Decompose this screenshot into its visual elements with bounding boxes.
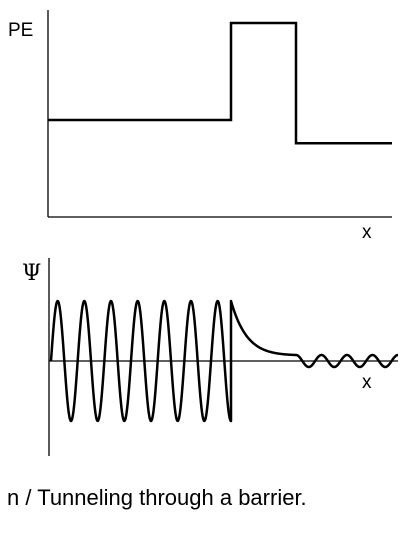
- caption-separator: /: [19, 485, 38, 510]
- potential-barrier-curve: [48, 21, 392, 145]
- pe-y-label: PE: [8, 20, 33, 41]
- caption-text: Tunneling through a barrier.: [37, 485, 307, 510]
- psi-y-label: Ψ: [22, 261, 41, 286]
- tunneling-figure: PE x Ψ x: [8, 10, 399, 456]
- pe-x-label: x: [362, 222, 372, 243]
- caption-tag: n: [7, 485, 20, 510]
- wavefunction-curve: [49, 299, 399, 423]
- potential-energy-graph: PE x: [8, 10, 392, 243]
- psi-x-label: x: [362, 372, 372, 393]
- figure-caption: n / Tunneling through a barrier.: [7, 484, 395, 512]
- wavefunction-graph: Ψ x: [22, 258, 399, 456]
